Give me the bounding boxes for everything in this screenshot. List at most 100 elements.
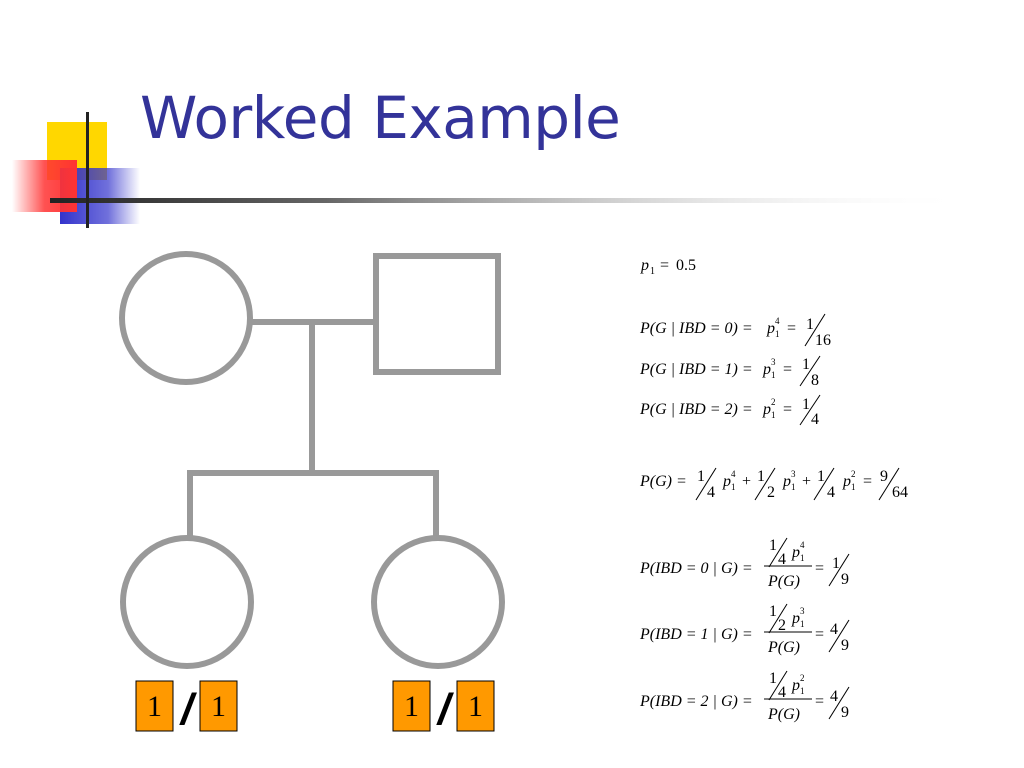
var-p: p (842, 473, 851, 490)
fraction-slash (878, 467, 900, 501)
subscript: 1 (800, 686, 805, 696)
eq-g-given-ibd1: P(G | IBD = 1) = p 1 3 = 1 8 (639, 356, 819, 389)
allele-label: 1 (468, 690, 483, 723)
denominator: P(G) (767, 639, 800, 656)
allele-label: 1 (211, 690, 226, 723)
var-p: p (722, 473, 731, 490)
subscript: 1 (800, 553, 805, 563)
mother-circle (119, 251, 253, 385)
numerator: 9 (880, 468, 888, 485)
fraction-slash (768, 537, 788, 568)
slide-title: Worked Example (140, 84, 621, 152)
equals: = (815, 693, 824, 710)
superscript: 3 (800, 606, 805, 616)
fraction-slash (799, 394, 821, 426)
fraction-slash (768, 670, 788, 701)
subscript: 1 (851, 482, 856, 492)
deco-red-square (12, 160, 77, 212)
superscript: 4 (775, 316, 780, 326)
child-right-circle (371, 535, 505, 669)
eq-ibd0-given-g: P(IBD = 0 | G) = 1 4 p 1 4 P(G) = 1 9 (639, 537, 849, 590)
lhs: P(IBD = 1 | G) = (639, 626, 753, 643)
plus: + (742, 473, 751, 490)
denominator: 16 (815, 332, 831, 349)
subscript: 1 (731, 482, 736, 492)
eq-g-given-ibd0: P(G | IBD = 0) = p 1 4 = 1 16 (639, 316, 831, 349)
fraction-slash (828, 619, 850, 653)
var-p: p (762, 361, 771, 378)
var-p: p (766, 320, 775, 337)
numerator: 4 (830, 621, 838, 638)
inner-numerator: 1 (769, 537, 777, 554)
lhs: P(G | IBD = 1) = (639, 361, 753, 378)
denominator: 4 (707, 484, 715, 501)
denominator: 2 (767, 484, 775, 501)
subscript: 1 (771, 410, 776, 420)
superscript: 3 (791, 469, 796, 479)
equals: = (815, 626, 824, 643)
equals: = (783, 401, 792, 418)
eq-ibd2-given-g: P(IBD = 2 | G) = 1 4 p 1 2 P(G) = 4 9 (639, 670, 849, 723)
denominator: 8 (811, 372, 819, 389)
subscript: 1 (791, 482, 796, 492)
eq-ibd1-given-g: P(IBD = 1 | G) = 1 2 p 1 3 P(G) = 4 9 (639, 603, 849, 656)
fraction-slash (828, 686, 850, 720)
var-p: p (782, 473, 791, 490)
fraction-slash (695, 467, 717, 501)
fraction-slashes (695, 313, 900, 720)
fraction-slash (799, 355, 821, 387)
superscript: 2 (851, 469, 856, 479)
value: 0.5 (676, 257, 696, 274)
equals: = (815, 560, 824, 577)
plus: + (802, 473, 811, 490)
allele-box (392, 680, 431, 732)
subscript: 1 (775, 329, 780, 339)
var-p: p (791, 677, 800, 694)
eq-p1: p 1 = 0.5 (640, 257, 696, 277)
father-square (373, 253, 501, 375)
fraction-slash (768, 603, 788, 634)
numerator: 1 (802, 396, 810, 413)
superscript: 3 (771, 357, 776, 367)
deco-vertical-rule (86, 112, 89, 228)
allele-label: 1 (147, 690, 162, 723)
allele-box (456, 680, 495, 732)
fraction-bars (764, 565, 812, 700)
numerator: 1 (697, 468, 705, 485)
result-denominator: 9 (841, 637, 849, 654)
subscript: 1 (650, 266, 655, 277)
numerator: 4 (830, 688, 838, 705)
superscript: 2 (771, 397, 776, 407)
var-p: p (791, 610, 800, 627)
allele-label: 1 (404, 690, 419, 723)
eq-g-given-ibd2: P(G | IBD = 2) = p 1 2 = 1 4 (639, 396, 819, 428)
lhs: P(IBD = 0 | G) = (639, 560, 753, 577)
superscript: 2 (800, 673, 805, 683)
var-p: p (640, 257, 649, 274)
equals: = (863, 473, 872, 490)
numerator: 1 (832, 555, 840, 572)
var-p: p (791, 544, 800, 561)
lhs: P(G | IBD = 0) = (639, 320, 753, 337)
inner-denominator: 2 (778, 617, 786, 634)
lhs: P(G) = (639, 473, 687, 490)
numerator: 1 (817, 468, 825, 485)
denominator: 4 (827, 484, 835, 501)
subscript: 1 (771, 370, 776, 380)
allele-box (199, 680, 238, 732)
inner-numerator: 1 (769, 603, 777, 620)
fraction-slash (813, 467, 835, 501)
inner-denominator: 4 (778, 551, 786, 568)
numerator: 1 (806, 316, 814, 333)
equals: = (660, 257, 669, 274)
fraction-slash (804, 313, 826, 347)
child-right-genotype: 1 / 1 (392, 680, 495, 734)
title-underline (50, 198, 970, 203)
superscript: 4 (731, 469, 736, 479)
denominator: 64 (892, 484, 908, 501)
superscript: 4 (800, 540, 805, 550)
equals: = (787, 320, 796, 337)
